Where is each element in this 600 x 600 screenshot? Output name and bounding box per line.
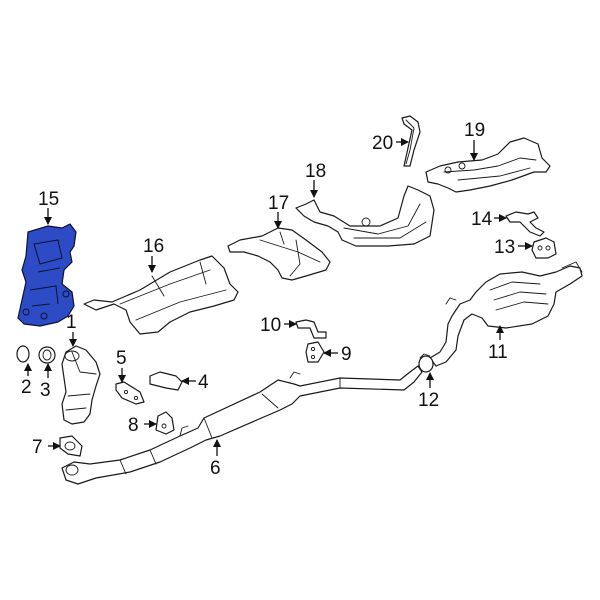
part-5-bracket[interactable] xyxy=(115,381,145,405)
part-11-rear-muffler[interactable] xyxy=(429,261,583,367)
part-19-heat-shield[interactable] xyxy=(425,137,551,193)
callout-15: 15 xyxy=(38,189,59,225)
callout-9: 9 xyxy=(323,344,352,365)
part-6-front-pipe[interactable] xyxy=(61,365,423,485)
callout-16: 16 xyxy=(143,236,164,273)
part-10-hanger-bracket[interactable] xyxy=(295,319,327,339)
callout-1: 1 xyxy=(66,312,77,347)
svg-text:20: 20 xyxy=(372,133,393,154)
callout-11: 11 xyxy=(488,325,508,363)
callout-10: 10 xyxy=(260,315,297,336)
part-3-clamp[interactable] xyxy=(38,346,56,364)
callout-4: 4 xyxy=(181,372,209,393)
callout-20: 20 xyxy=(372,133,409,154)
svg-text:11: 11 xyxy=(488,342,508,363)
part-12-clamp[interactable] xyxy=(418,353,434,373)
callout-14: 14 xyxy=(471,209,507,230)
svg-text:4: 4 xyxy=(198,372,209,393)
part-13-hanger-insulator[interactable] xyxy=(531,237,557,259)
svg-text:15: 15 xyxy=(38,189,59,210)
callout-2: 2 xyxy=(21,363,32,398)
svg-text:1: 1 xyxy=(66,312,77,333)
svg-text:9: 9 xyxy=(341,344,352,365)
svg-text:19: 19 xyxy=(464,120,485,141)
callout-12: 12 xyxy=(418,372,439,411)
svg-text:2: 2 xyxy=(21,377,32,398)
svg-text:14: 14 xyxy=(471,209,493,230)
part-8-hanger-insulator[interactable] xyxy=(155,411,175,435)
callout-17: 17 xyxy=(268,193,289,229)
svg-text:17: 17 xyxy=(268,193,289,214)
callout-19: 19 xyxy=(464,120,485,161)
svg-text:5: 5 xyxy=(116,348,127,369)
svg-text:8: 8 xyxy=(128,415,139,436)
part-4-bracket[interactable] xyxy=(149,371,183,391)
callout-8: 8 xyxy=(128,415,157,436)
part-7-flange-gasket[interactable] xyxy=(59,435,83,457)
svg-text:13: 13 xyxy=(494,237,515,258)
part-14-hanger-bracket[interactable] xyxy=(505,211,545,237)
svg-text:18: 18 xyxy=(305,161,326,182)
part-17-heat-shield[interactable] xyxy=(227,227,331,281)
callout-7: 7 xyxy=(32,437,61,458)
part-15-heat-shield[interactable] xyxy=(17,223,77,327)
svg-text:6: 6 xyxy=(210,458,221,479)
callout-13: 13 xyxy=(494,237,533,258)
part-1-catalytic-converter[interactable] xyxy=(61,345,101,425)
svg-text:10: 10 xyxy=(260,315,281,336)
part-16-heat-shield[interactable] xyxy=(83,255,239,335)
callout-5: 5 xyxy=(116,348,127,383)
svg-text:3: 3 xyxy=(40,380,51,401)
svg-text:7: 7 xyxy=(32,437,43,458)
callout-6: 6 xyxy=(210,439,221,479)
part-18-heat-shield[interactable] xyxy=(295,185,435,247)
callout-18: 18 xyxy=(305,161,326,198)
svg-text:12: 12 xyxy=(418,390,439,411)
part-2-gasket-ring[interactable] xyxy=(16,345,30,363)
part-9-hanger-insulator[interactable] xyxy=(305,341,325,363)
callout-3: 3 xyxy=(40,363,52,401)
svg-text:16: 16 xyxy=(143,236,164,257)
part-20-seal-strip[interactable] xyxy=(401,115,421,167)
